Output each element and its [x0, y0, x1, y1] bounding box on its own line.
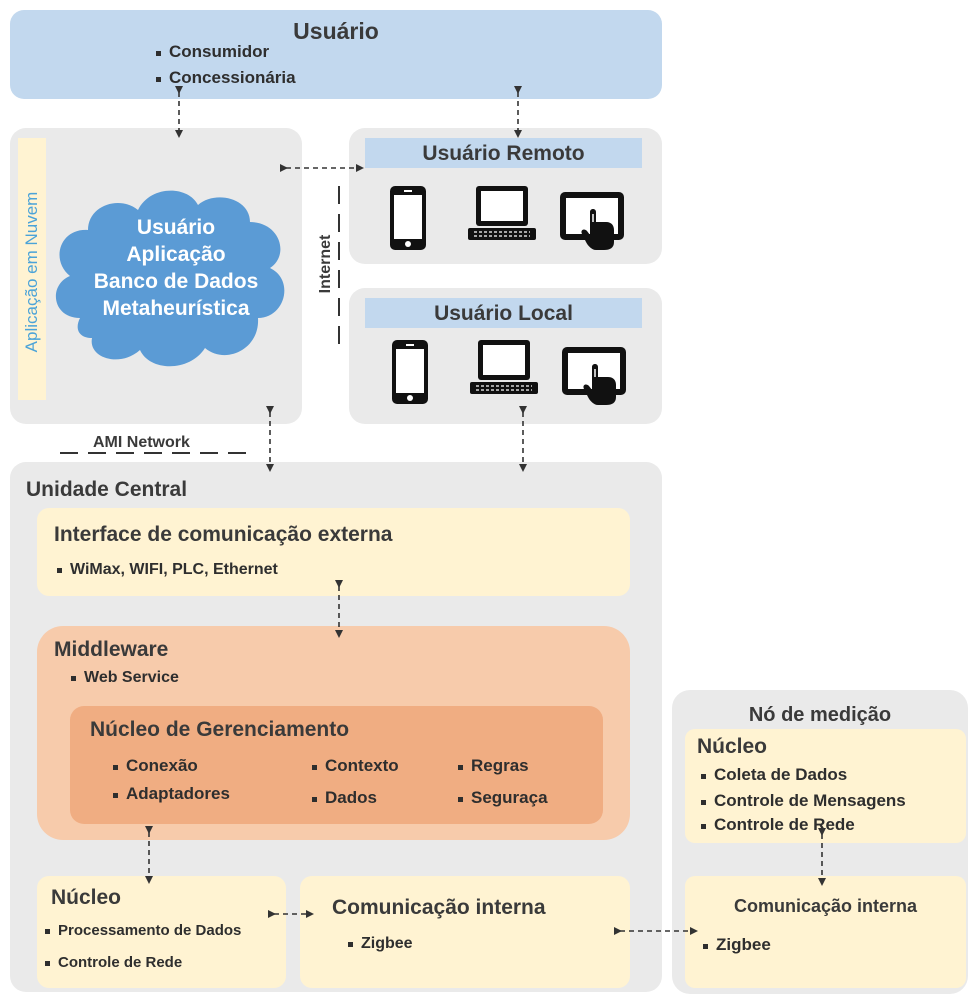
core-title: Núcleo de Gerenciamento	[90, 718, 350, 741]
node-comm-title: Comunicação interna	[733, 896, 918, 916]
usuario-item-consumidor: Consumidor	[156, 42, 269, 62]
core-item-contexto: Contexto	[312, 756, 399, 776]
usuario-box: Usuário Consumidor Concessionária	[10, 10, 662, 99]
node-nucleo-item-mensagens: Controle de Mensagens	[701, 791, 906, 811]
node-comm-item-zigbee: Zigbee	[703, 935, 771, 955]
central-nucleo-box-main: Núcleo Processamento de Dados Controle d…	[37, 876, 286, 988]
central-comm-item-zigbee: Zigbee	[348, 935, 413, 953]
central-nucleo-title: Núcleo	[51, 886, 122, 909]
local-title-bar	[365, 298, 642, 328]
core-item-regras: Regras	[458, 756, 529, 776]
cloud-line-aplicacao: Aplicação	[126, 243, 226, 266]
cloud-text: Usuário Aplicação Banco de Dados Metaheu…	[52, 214, 300, 322]
remote-panel: Usuário Remoto	[349, 128, 662, 264]
core-item-conexao: Conexão	[113, 756, 198, 776]
local-panel: Usuário Local	[349, 288, 662, 424]
internet-label: Internet	[317, 234, 334, 294]
central-nucleo-item-processamento: Processamento de Dados	[45, 922, 241, 939]
remote-title: Usuário Remoto	[422, 142, 585, 165]
central-comm-box: Comunicação interna Zigbee	[300, 876, 630, 988]
central-title: Unidade Central	[26, 478, 188, 501]
core-item-dados: Dados	[312, 788, 377, 808]
node-nucleo-item-rede: Controle de Rede	[701, 815, 855, 835]
node-nucleo-box: Núcleo Coleta de Dados Controle de Mensa…	[685, 729, 966, 843]
node-title: Nó de medição	[748, 704, 892, 726]
cloud-line-usuario: Usuário	[136, 216, 216, 239]
cloud-side-strip	[18, 138, 46, 400]
cloud-side-label: Aplicação em Nuvem	[22, 191, 41, 353]
usuario-title: Usuário	[293, 18, 379, 44]
core-item-adaptadores: Adaptadores	[113, 784, 230, 804]
middleware-title: Middleware	[54, 638, 169, 661]
interface-box: Interface de comunicação externa WiMax, …	[37, 508, 630, 596]
central-nucleo-item-controle: Controle de Rede	[45, 954, 182, 971]
cloud-line-banco: Banco de Dados	[93, 270, 259, 293]
cloud-line-metaheuristica: Metaheurística	[102, 297, 250, 320]
remote-title-bar	[365, 138, 642, 168]
interface-title: Interface de comunicação externa	[54, 523, 393, 546]
middleware-item-webservice: Web Service	[71, 669, 179, 687]
core-item-seguraca: Seguraça	[458, 788, 548, 808]
node-nucleo-item-coleta: Coleta de Dados	[701, 765, 847, 785]
node-nucleo-title: Núcleo	[697, 735, 768, 758]
core-box: Núcleo de Gerenciamento Conexão Adaptado…	[70, 706, 603, 824]
interface-item: WiMax, WIFI, PLC, Ethernet	[57, 561, 278, 579]
ami-network-label: AMI Network	[93, 434, 190, 451]
node-comm-box: Comunicação interna Zigbee	[685, 876, 966, 988]
local-title: Usuário Local	[434, 302, 573, 325]
central-comm-title: Comunicação interna	[332, 896, 546, 919]
usuario-item-concessionaria: Concessionária	[156, 68, 296, 88]
